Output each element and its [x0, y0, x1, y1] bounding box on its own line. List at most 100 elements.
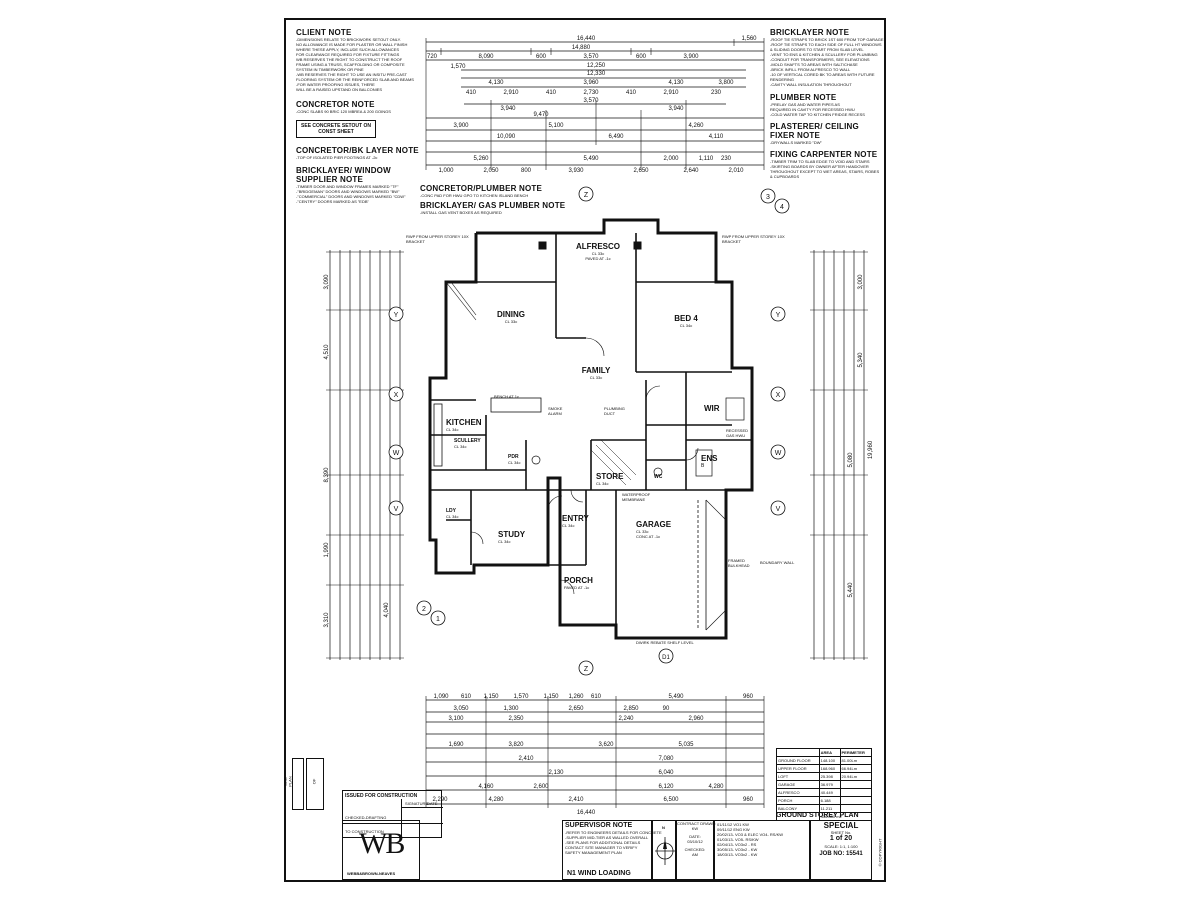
area-cell: GARAGE — [776, 780, 820, 789]
room-dining: DINING CL 33c — [486, 310, 536, 324]
client-note-line: WILL BE A RAISED UPSTAND ON BALCONIES — [296, 87, 383, 92]
dim-label: 3,000 — [858, 274, 864, 290]
dim-label: 3,570 — [583, 54, 599, 60]
room-name: ENS — [701, 454, 718, 463]
grid-marker-label: W — [393, 450, 400, 457]
client-note-line: WHERE THESE APPLY, INCLUDE SUCH ALLOWANC… — [296, 47, 399, 52]
dim-label: 3,090 — [324, 274, 330, 290]
area-header — [776, 748, 820, 757]
sheet-label: SHEET No. — [830, 830, 852, 835]
dim-label: 6,120 — [658, 784, 674, 790]
room-name: STUDY — [498, 530, 526, 539]
room-study: STUDY CL 34c — [498, 530, 525, 544]
bottom-dimension-labels: 1,090 610 1,150 1,570 1,150 1,260 610 5,… — [432, 694, 753, 816]
dim-label: 960 — [743, 694, 754, 700]
concretor-bk-note-title: CONCRETOR/BK LAYER NOTE — [296, 146, 419, 155]
area-cell: 40.449 — [818, 788, 841, 797]
grid-marker — [770, 500, 786, 516]
dim-label: 3,310 — [324, 612, 330, 628]
dim-label: 4,160 — [478, 784, 494, 790]
dim-label: 90 — [663, 706, 670, 712]
grid-marker — [770, 306, 786, 322]
top-dimension-ticks — [425, 38, 765, 170]
client-note-title: CLIENT NOTE — [296, 28, 352, 37]
area-cell: 66.94Lm — [839, 764, 872, 773]
dim-label: 5,080 — [848, 452, 854, 468]
dim-label: 3,900 — [683, 54, 699, 60]
area-table-grid: AREA PERIMETER GROUND FLOOR 148.100 81.0… — [776, 748, 873, 821]
concrete-setout-box: SEE CONCRETE SETOUT ON CONST SHEET — [296, 120, 376, 138]
dim-label: 1,570 — [450, 64, 466, 70]
dim-label: 2,010 — [728, 168, 744, 174]
dim-label: 600 — [536, 54, 547, 60]
bricklayer-note-line: -MOLD SHAFTS TO AREAS WITH SALT/CHASE — [770, 62, 858, 67]
rwp-upper-left-label: RWP FROM UPPER STOREY 10X BRACKET — [406, 234, 469, 244]
bricklayer-window-note-line: -"COMMERCIAL" DOORS AND WINDOWS MARKED "… — [296, 194, 406, 199]
room-sub: CL 34c — [679, 323, 693, 328]
table-row: GROUND FLOOR 148.100 81.00Lm — [776, 756, 872, 765]
dim-label: 4,260 — [688, 123, 704, 129]
dim-label: 8,090 — [478, 54, 494, 60]
dim-label: 7,080 — [658, 756, 674, 762]
dim-label: 2,600 — [533, 784, 549, 790]
grid-marker-label: W — [775, 450, 782, 457]
rwp-upper-right-label: RWP FROM UPPER STOREY 10X BRACKET — [722, 234, 785, 244]
drawing-sheet: CLIENT NOTE -DIMENSIONS RELATE TO BRICKW… — [283, 18, 886, 882]
bricklayer-note-line: -VENT TO ENS & KITCHEN & SCULLERY FOR PL… — [770, 52, 878, 57]
special-title: SPECIAL — [823, 821, 859, 830]
dim-label: 1,690 — [448, 742, 464, 748]
revision-row: 02/04/13- VO3x2 - RS — [717, 842, 757, 847]
dim-label: 610 — [461, 694, 472, 700]
dim-label: 2,960 — [688, 716, 704, 722]
room-entry: ENTRY CL 34c — [562, 514, 589, 528]
dim-label: 1,150 — [543, 694, 559, 700]
dim-label: 410 — [626, 90, 637, 96]
side-stamp-text: OF — [311, 778, 317, 785]
room-family: FAMILY CL 33c — [571, 366, 621, 380]
fixing-carpenter-note-title: FIXING CARPENTER NOTE — [770, 150, 878, 159]
client-note-line: FLOORING SYSTEM OR THE REINFORCED SLAB A… — [296, 77, 414, 82]
dim-label: 4,130 — [668, 80, 684, 86]
client-note-line: FRAME USING A TRUSS, SCAFFOLDING OR COMP… — [296, 62, 405, 67]
room-sub: PAVED AT -1c — [585, 256, 611, 261]
room-name: WIR — [704, 404, 720, 413]
room-name: DINING — [497, 310, 525, 319]
grid-marker-labels: Z Y X W V Y X W V 2 1 3 4 Z D1 — [393, 192, 784, 673]
revision-row: 01/11/12 VO1 KW — [717, 822, 749, 827]
issued-row: TO CONSTRUCTION — [345, 829, 384, 834]
dim-label: 3,820 — [508, 742, 524, 748]
area-cell: 25.398 — [818, 772, 841, 781]
grid-marker-label: Z — [584, 666, 589, 673]
room-sub: CONC AT -1c — [636, 534, 661, 539]
side-stamp: SITE PLAN — [283, 758, 304, 810]
contract-checked-label: CHECKED: — [684, 847, 706, 852]
dim-label: 2,410 — [518, 756, 534, 762]
side-stamp-text: PLAN — [287, 776, 293, 787]
dim-label: 610 — [591, 694, 602, 700]
contract-date-label: DATE: — [689, 834, 701, 839]
dim-label: 2,290 — [432, 797, 448, 803]
supervisor-line: CONTACT SITE MANAGER TO VERIFY — [565, 845, 638, 850]
bricklayer-window-note-line: -TIMBER DOOR AND WINDOW FRAMES MARKED "T… — [296, 184, 399, 189]
area-cell: 6.188 — [818, 796, 841, 805]
dim-label: 5,490 — [583, 156, 599, 162]
dim-label: 2,130 — [548, 770, 564, 776]
room-garage: GARAGE CL 33c CONC AT -1c — [636, 520, 671, 539]
dim-label: 3,930 — [568, 168, 584, 174]
dim-label: 2,850 — [623, 706, 639, 712]
room-name: FAMILY — [581, 366, 611, 375]
bricklayer-note-line: RENDERING — [770, 77, 795, 82]
grid-marker — [388, 444, 404, 460]
room-name: LDY — [446, 508, 456, 514]
room-sub: CL 33c — [636, 529, 649, 534]
bottom-dimension-lines — [426, 699, 764, 805]
supervisor-line: -SUPPLIER MID-TIER AS WALLED OVERALL — [565, 835, 649, 840]
compass-block: N — [652, 820, 676, 880]
room-sub: CL 34c — [508, 460, 521, 465]
dim-label: 5,035 — [678, 742, 694, 748]
bricklayer-gas-note-title: BRICKLAYER/ GAS PLUMBER NOTE — [420, 201, 566, 210]
boundary-wall-label: BOUNDARY WALL — [760, 560, 795, 565]
dim-label: 1,260 — [568, 694, 584, 700]
room-alfresco: ALFRESCO CL 33c PAVED AT -1c — [568, 242, 628, 261]
fixing-carpenter-note-line: THROUGHOUT EXCEPT TO WET AREAS, STAIRS, … — [770, 169, 880, 174]
